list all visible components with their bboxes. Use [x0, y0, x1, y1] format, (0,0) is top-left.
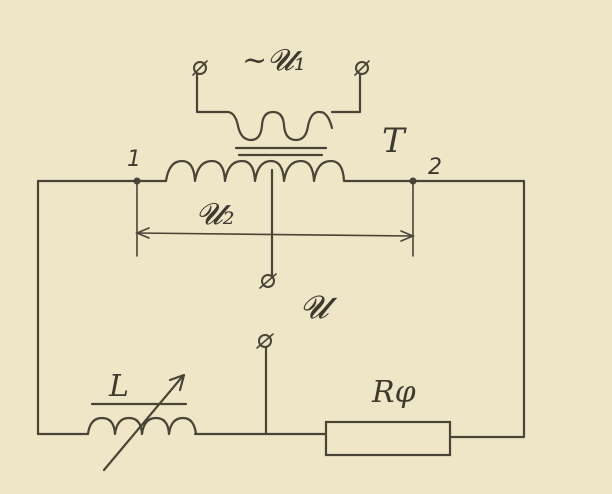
- node-2-label: 2: [428, 155, 442, 180]
- outer-loop: [36, 179, 526, 439]
- left-wire: [36, 179, 139, 436]
- resistor: Rφ: [324, 375, 452, 457]
- secondary-voltage-indicator: 𝓤₂: [134, 180, 416, 257]
- variable-inductor: L: [86, 369, 198, 472]
- source-voltage-label: ~𝓤₁: [242, 43, 306, 78]
- output-voltage-label: 𝓤: [300, 288, 338, 326]
- primary-circuit: ~𝓤₁: [192, 43, 370, 142]
- inductor-coil: [86, 416, 198, 436]
- primary-wire-right: [330, 72, 362, 114]
- resistor-body: [324, 420, 452, 457]
- inductor-arrow: [102, 375, 184, 472]
- center-tap: 𝓤: [256, 168, 338, 436]
- transformer-core: T: [234, 121, 407, 161]
- secondary-voltage-label: 𝓤₂: [196, 197, 235, 232]
- primary-wire-left: [195, 72, 228, 114]
- resistor-label: Rφ: [371, 375, 416, 410]
- inductor-label: L: [108, 369, 129, 404]
- node-1-label: 1: [127, 147, 141, 172]
- transformer-label: T: [382, 121, 407, 161]
- secondary-winding: 1 2: [127, 147, 442, 185]
- secondary-coil: [135, 159, 415, 183]
- right-wire: [411, 179, 526, 439]
- primary-winding: [224, 110, 334, 142]
